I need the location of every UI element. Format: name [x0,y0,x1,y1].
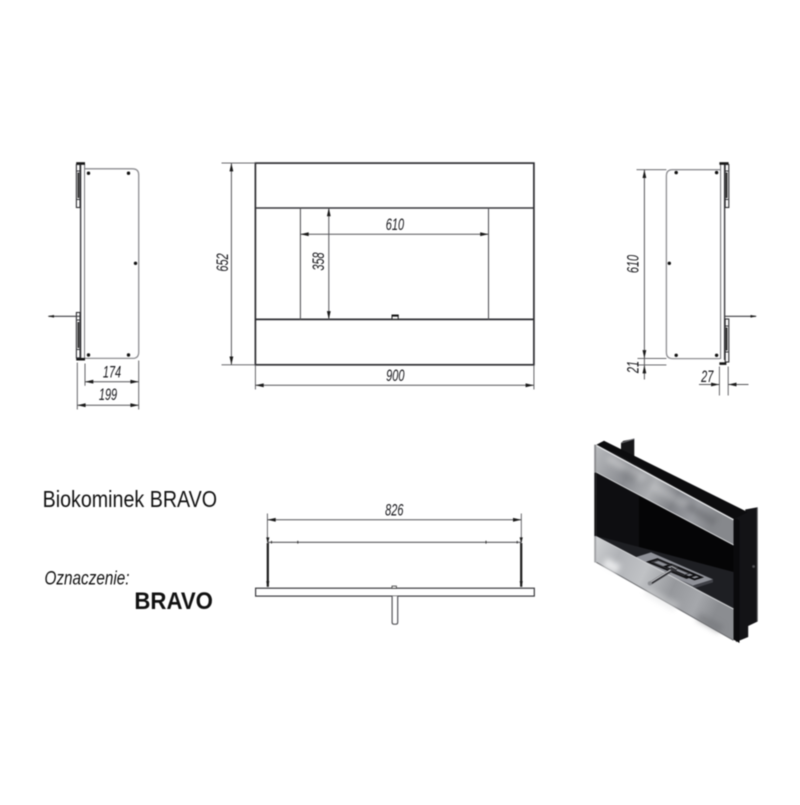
svg-text:900: 900 [386,367,404,385]
svg-text:826: 826 [385,501,404,519]
svg-text:BRAVO: BRAVO [134,588,213,615]
svg-text:199: 199 [99,386,117,404]
svg-text:27: 27 [700,368,713,386]
svg-text:358: 358 [310,252,328,270]
svg-text:Biokominek BRAVO: Biokominek BRAVO [43,486,218,512]
svg-text:652: 652 [214,253,232,271]
svg-text:174: 174 [103,364,121,382]
svg-text:Oznaczenie:: Oznaczenie: [45,569,130,590]
svg-text:610: 610 [386,216,404,234]
svg-text:610: 610 [625,255,643,273]
svg-text:21: 21 [625,361,643,374]
